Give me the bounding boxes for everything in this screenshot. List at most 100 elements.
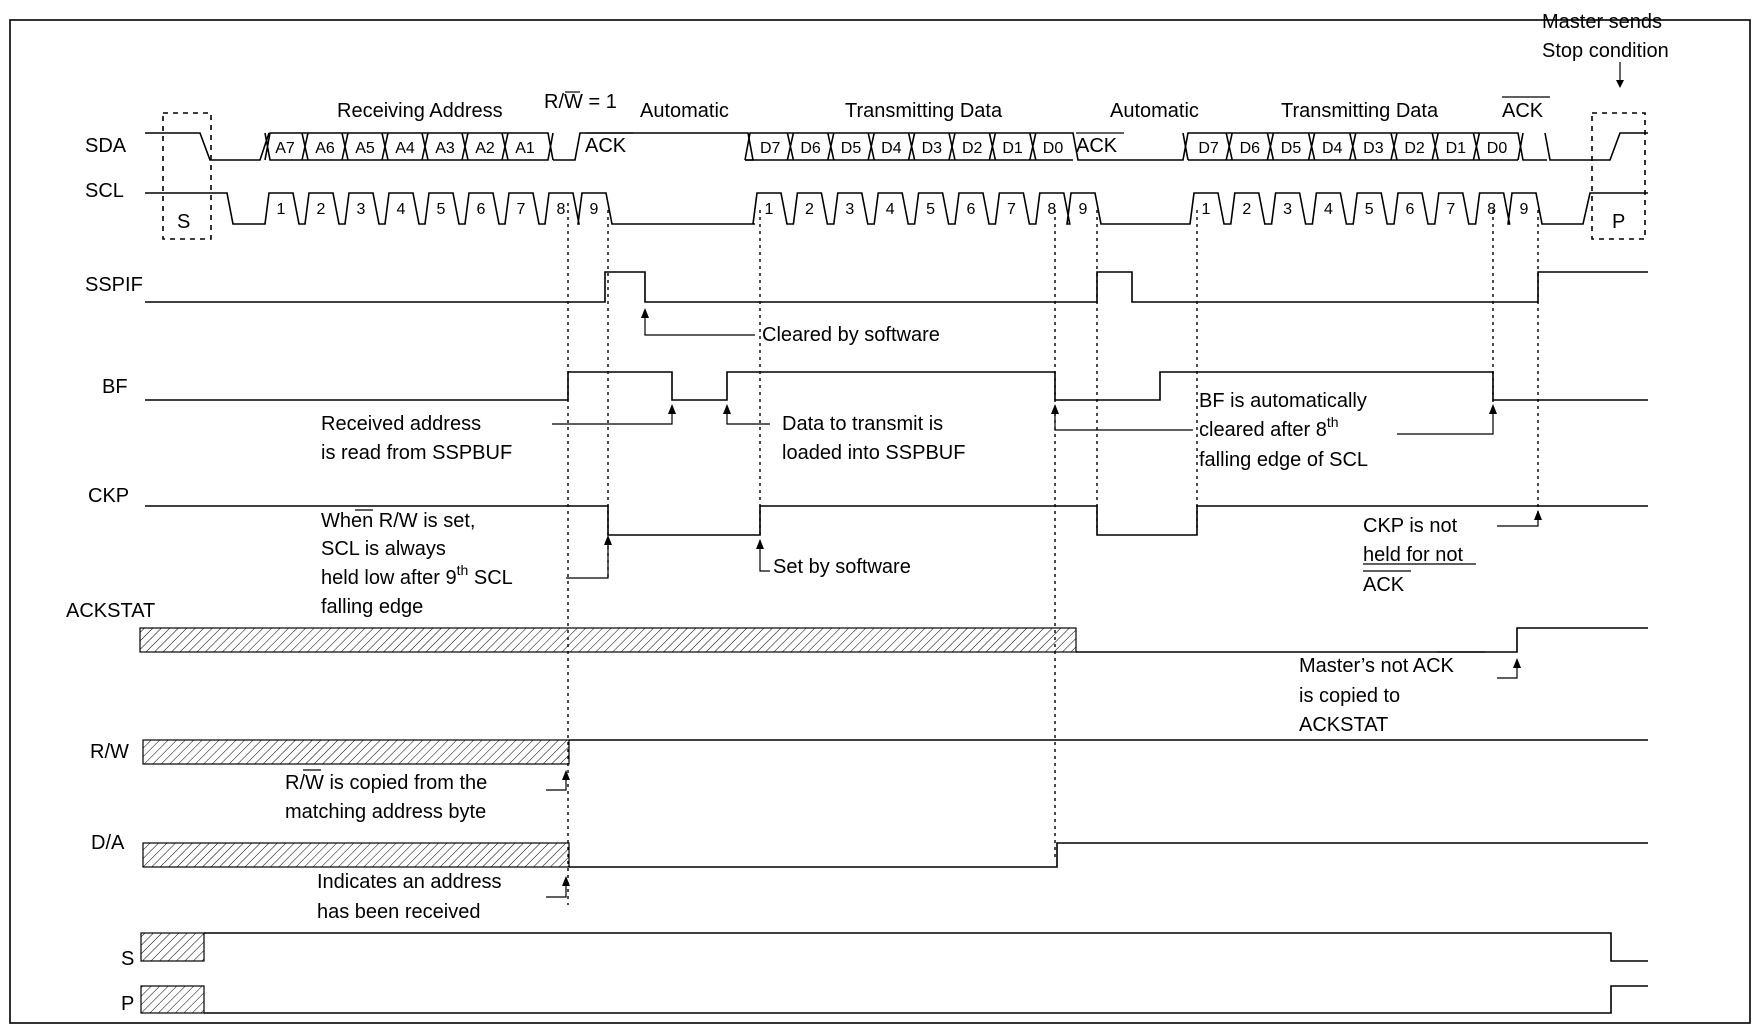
sda-bit-separator [381,132,389,161]
master-not-line1: Master’s not ACK [1299,655,1455,677]
data-transmit-pointer [726,408,770,425]
sda-bit-label: D2 [1404,140,1425,157]
scl-pulse-number: 6 [967,201,976,218]
when-rw-line2: SCL is always [321,538,446,560]
data-transmit-line1: Data to transmit is [782,413,943,435]
sda-bit-label: D3 [922,140,943,157]
bf-cleared-pointer-right [1397,412,1494,435]
da-waveform [569,842,1648,868]
when-rw-arrow [604,535,612,545]
label-ackstat: ACKSTAT [66,600,155,622]
sda-bit-label: D7 [760,140,781,157]
when-rw-line1: When R/W is set, [321,510,475,532]
bf-auto-line2: cleared after 8th [1199,414,1339,441]
indicates-line1: Indicates an address [317,871,502,893]
timing-guides [567,203,1539,905]
sda-bit-separator [1225,132,1233,161]
label-scl: SCL [85,180,124,202]
scl-pulse-number: 1 [1202,201,1211,218]
label-p: P [121,993,134,1015]
set-by-software-arrow [756,539,764,549]
sda-bit-label: D5 [841,140,862,157]
sda-bit-separator [1349,132,1357,161]
set-by-software-pointer [759,540,770,572]
sda-bit-label: D0 [1487,140,1508,157]
sda-bit-separator [501,132,509,161]
ackstat-waveform [1076,627,1648,653]
label-bf: BF [102,376,128,398]
scl-pulse-number: 5 [926,201,935,218]
stop-box-label: P [1612,211,1625,233]
bf-cleared-pointer-left [1054,408,1193,431]
sda-bit-separator [301,132,309,161]
sda-bit-separator [1029,132,1037,161]
sda-bit-separator [461,132,469,161]
when-rw-line3: held low after 9th SCL [321,562,513,589]
sda-bit-label: A6 [315,140,335,157]
scl-pulse-number: 7 [1446,201,1455,218]
rw-undefined-region [142,739,570,765]
scl-pulse-number: 3 [1283,201,1292,218]
cleared-by-software: Cleared by software [762,324,940,346]
p-waveform [204,985,1648,1014]
rw-copied-line2: matching address byte [285,801,486,823]
scl-pulse-number: 7 [1007,201,1016,218]
scl-pulse-number: 2 [1242,201,1251,218]
scl-pulse-number: 1 [765,201,774,218]
received-address-line1: Received address [321,413,481,435]
bf-auto-line1: BF is automatically [1199,390,1367,412]
sda-bit-separator [341,132,349,161]
sda-waveform [145,132,1648,161]
da-undefined-region [142,842,570,868]
sspif-waveform [145,271,1648,303]
scl-line [145,192,1648,225]
sda-bit-separator [1431,132,1439,161]
automatic-label-2: Automatic [1110,100,1199,122]
set-by-software: Set by software [773,556,911,578]
scl-pulse-number: 6 [477,201,486,218]
sda-bit-separator [827,132,835,161]
master-sends-label: Master sends [1542,11,1662,33]
rw-copied-line1: R/W is copied from the [285,772,487,794]
rw-eq-label: R/W = 1 [544,91,617,113]
master-not-arrow [1513,658,1521,668]
sda-bit-label: A2 [475,140,495,157]
scl-pulse-number: 5 [437,201,446,218]
data-transmit-arrow [723,404,731,414]
scl-pulse-number: 2 [805,201,814,218]
scl-pulse-number: 5 [1365,201,1374,218]
indicates-pointer [546,880,567,898]
indicates-arrow [562,876,570,886]
bf-auto-line3: falling edge of SCL [1199,449,1368,471]
master-not-line2: is copied to [1299,685,1400,707]
ckp-not-pointer [1497,514,1539,527]
received-address-pointer [552,408,673,425]
label-s: S [121,948,134,970]
ckp-not-line1: CKP is not [1363,515,1458,537]
sda-bit-label: D1 [1002,140,1023,157]
sda-bit-separator [988,132,997,161]
sda-bit-label: A1 [515,140,535,157]
sda-bit-label: D2 [962,140,983,157]
scl-pulse-number: 9 [1520,201,1529,218]
sda-bit-label: D4 [881,140,902,157]
sda-bit-separator [1266,132,1275,161]
stop-condition-label: Stop condition [1542,40,1669,62]
scl-pulse-number: 9 [590,201,599,218]
stop-condition-box [1591,112,1646,240]
scl-pulse-number: 6 [1406,201,1415,218]
ckp-not-line3: ACK [1363,574,1405,596]
cleared-arrow [641,308,649,318]
sda-bit-label: A3 [435,140,455,157]
transmitting-data-label-2: Transmitting Data [1281,100,1439,122]
received-address-arrow [668,404,676,414]
ckp-not-line2: held for not [1363,544,1464,566]
master-not-pointer [1497,662,1518,679]
sda-bit-label: A7 [275,140,295,157]
s-waveform [204,932,1648,962]
scl-pulse-number: 1 [277,201,286,218]
start-condition-box [162,112,212,240]
sda-ack-2: ACK [1076,135,1118,157]
scl-pulse-number: 3 [845,201,854,218]
automatic-label-1: Automatic [640,100,729,122]
